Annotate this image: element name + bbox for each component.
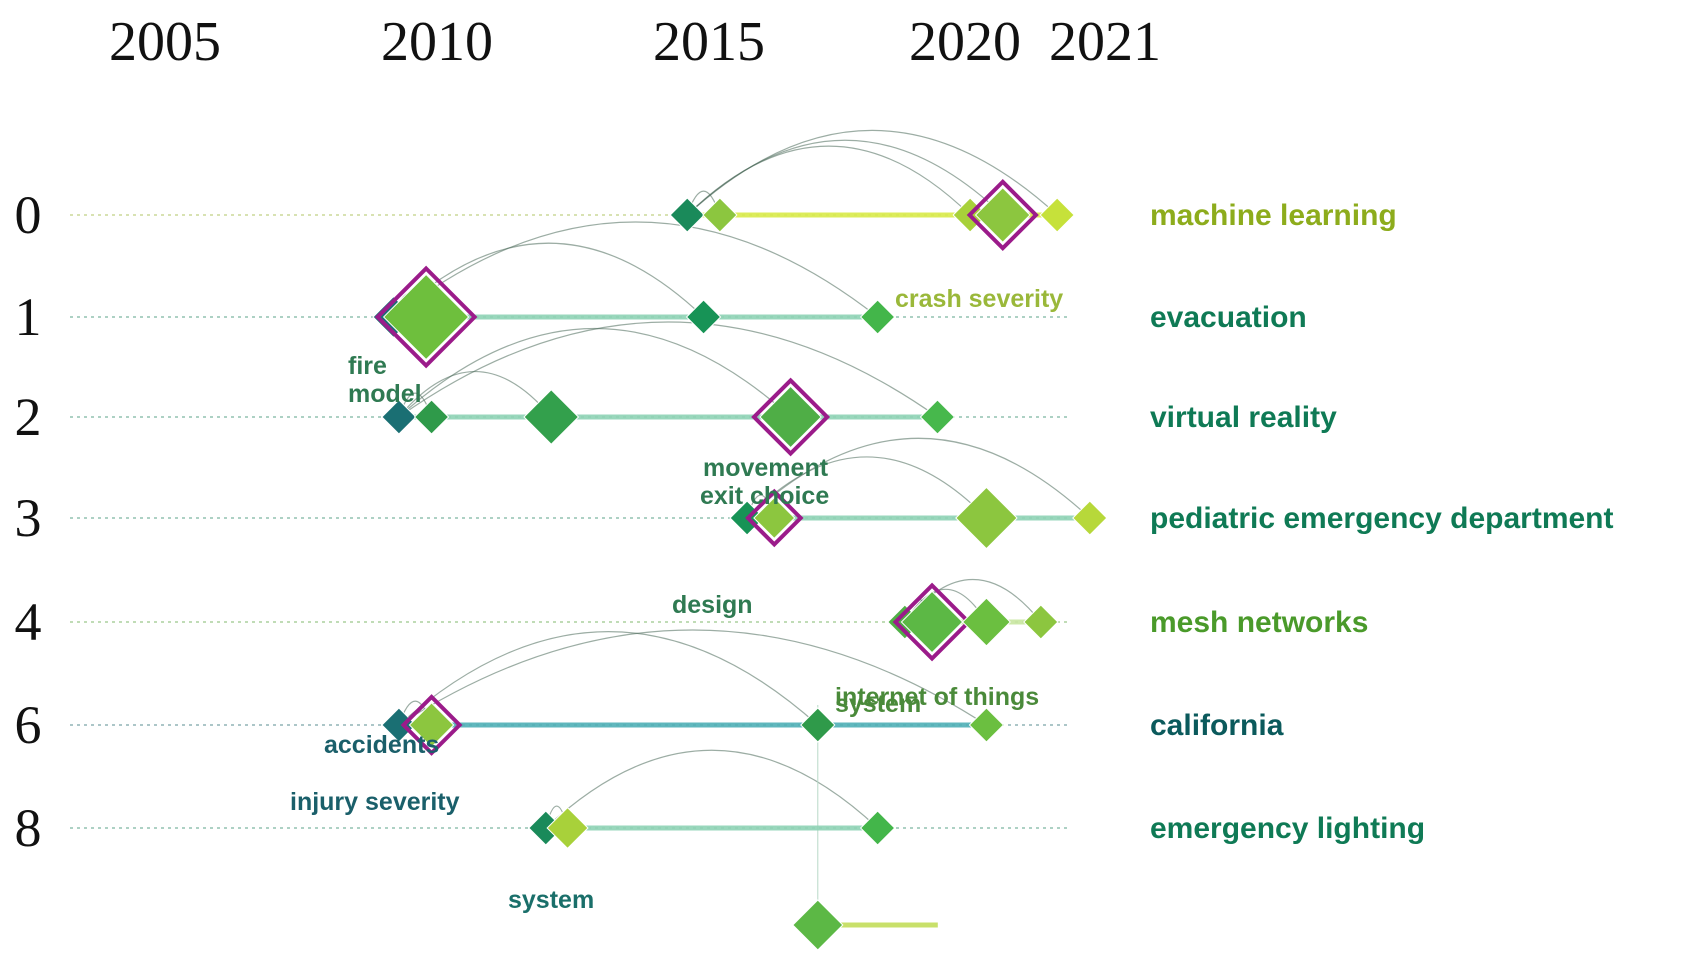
cluster-name-label: machine learning bbox=[1150, 199, 1397, 232]
keyword-label: system bbox=[508, 886, 594, 914]
cluster-bars bbox=[390, 212, 1093, 928]
citation-arc bbox=[398, 371, 552, 418]
cluster-id-label: 6 bbox=[15, 695, 42, 755]
node-diamond bbox=[1039, 197, 1075, 233]
burst-ring-diamond bbox=[745, 488, 804, 548]
citation-arc bbox=[545, 749, 879, 829]
keyword-label: crash severity bbox=[895, 285, 1063, 313]
cluster-id-label: 3 bbox=[15, 488, 42, 548]
keyword-label: accidents bbox=[324, 731, 439, 759]
node-diamond bbox=[546, 806, 589, 850]
node-diamond bbox=[753, 496, 796, 540]
burst-ring-diamond bbox=[374, 265, 478, 369]
cluster-name-label: virtual reality bbox=[1150, 401, 1337, 434]
burst-ring-diamond bbox=[751, 377, 831, 457]
citation-arc bbox=[398, 327, 792, 418]
citation-arc bbox=[398, 629, 987, 726]
year-axis: 2005 2010 2015 2020 2021 bbox=[109, 11, 1161, 73]
node-diamond bbox=[523, 389, 580, 445]
year-tick-label: 2021 bbox=[1049, 11, 1161, 73]
citation-arc bbox=[746, 456, 987, 519]
node-diamond bbox=[974, 187, 1031, 243]
node-diamond bbox=[702, 197, 738, 233]
burst-ring-diamond bbox=[892, 582, 972, 662]
keyword-label: movement bbox=[703, 454, 829, 482]
keyword-label: design bbox=[672, 591, 753, 619]
citation-arc bbox=[398, 631, 819, 726]
node-diamond bbox=[800, 707, 836, 743]
node-diamond bbox=[381, 399, 417, 435]
node-diamond bbox=[413, 399, 450, 435]
cluster-names: machine learning evacuation virtual realit… bbox=[1150, 199, 1614, 845]
citation-arc bbox=[393, 221, 879, 318]
keyword-label: exit choice bbox=[700, 482, 829, 510]
node-diamond bbox=[961, 597, 1011, 647]
keyword-label: model bbox=[348, 380, 422, 408]
citation-arc bbox=[686, 129, 1058, 216]
cluster-name-label: mesh networks bbox=[1150, 606, 1368, 639]
keyword-label: fire bbox=[348, 352, 387, 380]
cluster-name-label: emergency lighting bbox=[1150, 812, 1425, 845]
node-diamond bbox=[382, 273, 470, 361]
cluster-id-label: 1 bbox=[15, 287, 42, 347]
keyword-label: injury severity bbox=[290, 788, 460, 816]
keyword-label: system bbox=[835, 690, 921, 718]
node-diamond bbox=[859, 810, 896, 846]
citation-arc bbox=[746, 437, 1091, 519]
node-diamond bbox=[919, 399, 956, 435]
cluster-id-label: 8 bbox=[15, 798, 42, 858]
cluster-id-label: 2 bbox=[15, 387, 42, 447]
cluster-id-label: 0 bbox=[15, 185, 42, 245]
cluster-name-label: california bbox=[1150, 709, 1284, 742]
burst-ring-diamond bbox=[966, 178, 1039, 252]
cluster-nodes bbox=[372, 178, 1108, 951]
node-diamond bbox=[968, 707, 1005, 743]
node-diamond bbox=[792, 899, 844, 951]
citation-arc bbox=[398, 321, 938, 418]
node-diamond bbox=[859, 299, 896, 335]
cluster-name-label: evacuation bbox=[1150, 301, 1307, 334]
year-tick-label: 2010 bbox=[381, 11, 493, 73]
burst-ring-diamond bbox=[400, 694, 463, 756]
node-diamond bbox=[408, 702, 455, 748]
cluster-name-label: pediatric emergency department bbox=[1150, 502, 1614, 535]
node-diamond bbox=[900, 590, 964, 654]
keyword-label: internet of things bbox=[835, 683, 1039, 711]
node-diamond bbox=[1023, 604, 1059, 640]
node-diamond bbox=[1072, 500, 1108, 536]
node-diamond bbox=[685, 299, 722, 335]
cluster-ids: 0 1 2 3 4 6 8 bbox=[15, 185, 42, 858]
node-diamond bbox=[759, 385, 822, 449]
node-diamond bbox=[669, 197, 705, 233]
year-tick-label: 2020 bbox=[909, 11, 1021, 73]
node-diamond bbox=[955, 486, 1018, 550]
year-tick-label: 2015 bbox=[653, 11, 765, 73]
year-tick-label: 2005 bbox=[109, 11, 221, 73]
cluster-id-label: 4 bbox=[15, 592, 42, 652]
